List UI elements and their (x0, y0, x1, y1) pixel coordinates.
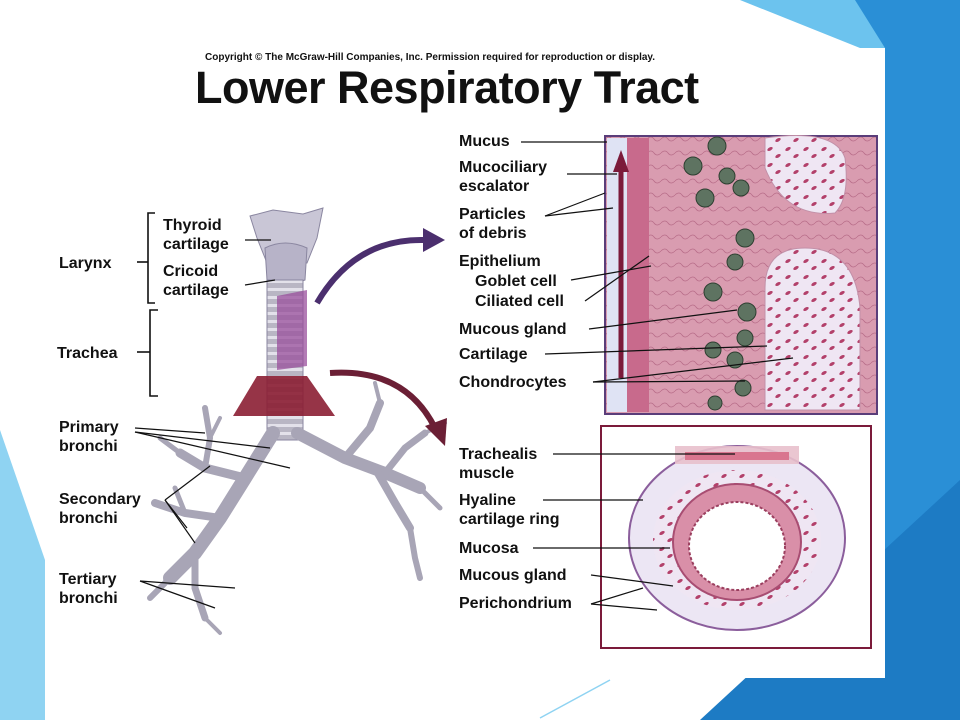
label-hyaline-line1: Hyaline (459, 492, 516, 509)
figure-title: Lower Respiratory Tract (195, 62, 699, 113)
trachea-bracket (137, 309, 158, 397)
label-mucociliary-escalator: Mucociliary escalator (459, 158, 547, 196)
label-tertiary-bronchi: Tertiary bronchi (59, 570, 118, 608)
arrow-head-lower (425, 418, 447, 446)
larynx-illustration (249, 207, 324, 285)
lower-inset-section (600, 425, 872, 649)
label-primary-bronchi: Primary bronchi (59, 418, 119, 456)
label-particles-line2: of debris (459, 225, 527, 242)
label-goblet-cell: Goblet cell (475, 273, 557, 290)
label-trachea: Trachea (57, 345, 118, 362)
larynx-bracket (137, 212, 155, 304)
label-secondary-bronchi: Secondary bronchi (59, 490, 141, 528)
arrow-to-upper-inset (314, 236, 426, 305)
label-hyaline-line2: cartilage ring (459, 511, 560, 528)
label-ciliated-cell: Ciliated cell (475, 293, 564, 310)
slide-accent-shape-left (0, 430, 45, 720)
slide-thin-line (539, 679, 611, 719)
figure-artwork (134, 135, 878, 649)
label-secondary-line1: Secondary (59, 491, 141, 508)
label-larynx: Larynx (59, 255, 112, 272)
label-trachealis-muscle: Trachealis muscle (459, 445, 537, 483)
upper-inset-tissue (604, 135, 878, 415)
section-marker-upper (277, 290, 307, 370)
label-tertiary-line1: Tertiary (59, 571, 117, 588)
arrow-head-upper (423, 228, 445, 252)
upper-inset-leader-lines (521, 141, 794, 383)
label-particles-line1: Particles (459, 206, 526, 223)
label-escalator-line2: escalator (459, 178, 530, 195)
bronchial-tree-illustration (147, 381, 447, 635)
label-secondary-line2: bronchi (59, 510, 118, 527)
label-cricoid-line1: Cricoid (163, 263, 219, 280)
label-trachealis-line1: Trachealis (459, 446, 538, 463)
label-cartilage: Cartilage (459, 346, 528, 363)
respiratory-figure: Copyright © The McGraw-Hill Companies, I… (45, 48, 885, 678)
label-mucosa: Mucosa (459, 540, 519, 557)
copyright-notice: Copyright © The McGraw-Hill Companies, I… (205, 52, 656, 63)
label-chondrocytes: Chondrocytes (459, 374, 567, 391)
label-cricoid-line2: cartilage (163, 282, 229, 299)
arrow-to-lower-inset (329, 369, 438, 430)
label-mucus: Mucus (459, 133, 510, 150)
label-epithelium: Epithelium (459, 253, 541, 270)
label-primary-line2: bronchi (59, 438, 118, 455)
label-mucous-gland-lower: Mucous gland (459, 567, 567, 584)
section-marker-lower (233, 376, 335, 416)
label-mucous-gland-upper: Mucous gland (459, 321, 567, 338)
label-primary-line1: Primary (59, 419, 119, 436)
label-tertiary-line2: bronchi (59, 590, 118, 607)
label-escalator-line1: Mucociliary (459, 159, 548, 176)
label-cricoid-cartilage: Cricoid cartilage (163, 262, 229, 300)
left-leader-lines (134, 239, 291, 609)
label-thyroid-line2: cartilage (163, 236, 229, 253)
lower-inset-leader-lines (533, 453, 735, 611)
label-hyaline-cartilage-ring: Hyaline cartilage ring (459, 491, 559, 529)
label-particles-of-debris: Particles of debris (459, 205, 527, 243)
label-perichondrium: Perichondrium (459, 595, 572, 612)
label-thyroid-cartilage: Thyroid cartilage (163, 216, 229, 254)
label-thyroid-line1: Thyroid (163, 217, 222, 234)
label-trachealis-line2: muscle (459, 465, 515, 482)
